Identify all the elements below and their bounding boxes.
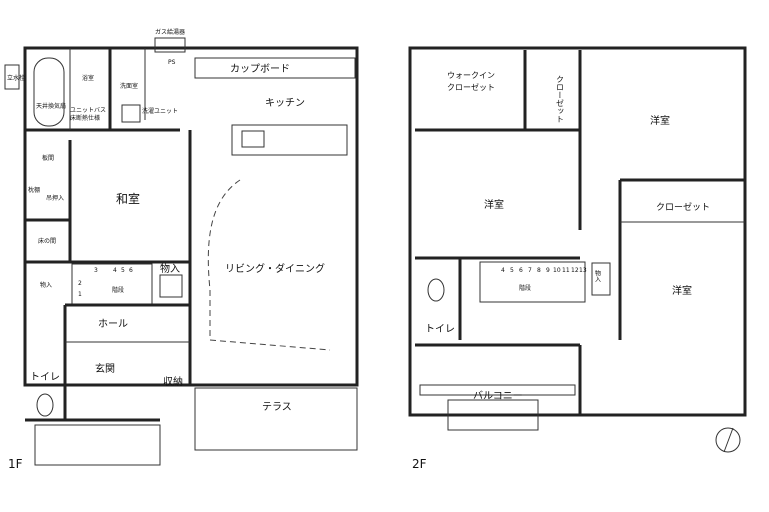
- svg-text:11: 11: [562, 267, 570, 274]
- bathtub: [33, 57, 65, 127]
- kitchen-counter: [231, 124, 348, 156]
- outdoor-tap-label: 立水栓: [7, 74, 25, 82]
- stair-numbers-1f: 1 2 3 4 5 6: [78, 267, 133, 298]
- storage-label: 物入: [160, 262, 180, 275]
- svg-text:2: 2: [78, 280, 82, 287]
- storage-box: [159, 274, 183, 298]
- laundry-unit-label: 洗濯ユニット: [142, 107, 178, 115]
- closet-2f-label: クローゼット: [656, 201, 710, 213]
- bath-fan-label: 天井換気扇: [36, 102, 66, 110]
- floor-2-outer-wall: [408, 46, 747, 417]
- terrace: [194, 387, 358, 451]
- storage-2f-label: 物入: [594, 269, 601, 282]
- sink-icon: [241, 130, 265, 148]
- bedroom-se-label: 洋室: [672, 284, 692, 297]
- walkin-closet-label: クローゼット: [447, 82, 495, 92]
- closet-label: 収納: [163, 375, 183, 388]
- compass-icon: [715, 427, 741, 453]
- ps-label: PS: [168, 59, 176, 66]
- closet-vertical-label: クローゼット: [556, 75, 565, 123]
- floor-insulation-label: 床断熱仕様: [70, 114, 100, 122]
- bath-label: 浴室: [82, 74, 94, 82]
- toilet-1f-label: トイレ: [30, 372, 60, 383]
- svg-text:6: 6: [519, 267, 523, 274]
- porch: [34, 424, 161, 466]
- outdoor-tap: [4, 64, 20, 90]
- svg-text:5: 5: [510, 267, 514, 274]
- washitsu-label: 和室: [116, 191, 140, 206]
- balcony: [447, 399, 539, 431]
- toilet-2f-icon: [427, 278, 445, 302]
- washroom-label: 洗面室: [120, 82, 138, 90]
- svg-text:10: 10: [553, 267, 561, 274]
- pillow-shelf-label: 枕棚: [28, 186, 40, 194]
- unit-bath-label: ユニットバス: [70, 107, 106, 114]
- floor-2-label: 2F: [412, 457, 427, 471]
- svg-text:13: 13: [579, 267, 587, 274]
- storage-2f: [591, 262, 611, 296]
- svg-text:12: 12: [571, 267, 579, 274]
- svg-text:5: 5: [121, 267, 125, 274]
- svg-text:4: 4: [501, 267, 505, 274]
- kitchen-label: キッチン: [265, 97, 305, 109]
- svg-text:3: 3: [94, 267, 98, 274]
- balcony-label: バルコニー: [473, 390, 523, 402]
- cupboard-label: カップボード: [230, 63, 290, 75]
- svg-text:4: 4: [113, 267, 117, 274]
- floor-1-plan: ガス給湯器 立水栓 天井換気扇 浴室 ユニットバス 床断熱仕様 洗面室 洗濯ユニ…: [4, 28, 359, 471]
- storage-small-label: 物入: [40, 281, 52, 289]
- toilet-icon: [36, 393, 54, 417]
- stairs-1f: [71, 263, 153, 305]
- living-dining-label: リビング・ダイニング: [225, 262, 325, 275]
- gas-heater-label: ガス給湯器: [155, 28, 185, 36]
- board-room-label: 板間: [42, 154, 54, 162]
- svg-text:1: 1: [78, 291, 82, 298]
- terrace-label: テラス: [262, 401, 292, 413]
- tokonoma-label: 床の間: [38, 237, 56, 245]
- stair-numbers-2f: 4 5 6 7 8 9 10 11 12 13: [501, 267, 587, 274]
- hall-label: ホール: [98, 318, 128, 330]
- toilet-2f-label: トイレ: [425, 324, 455, 335]
- gas-heater: [154, 37, 186, 53]
- walkin-label: ウォークイン: [447, 71, 495, 80]
- stairs-2f: [479, 261, 586, 303]
- entrance-label: 玄関: [95, 362, 115, 375]
- stairs-1f-label: 階段: [112, 286, 124, 294]
- svg-text:6: 6: [129, 267, 133, 274]
- floor-1-label: 1F: [8, 457, 23, 471]
- svg-text:8: 8: [537, 267, 541, 274]
- svg-text:9: 9: [546, 267, 550, 274]
- svg-text:7: 7: [528, 267, 532, 274]
- bedroom-w-label: 洋室: [484, 198, 504, 211]
- stairs-2f-label: 階段: [519, 284, 531, 292]
- upper-closet-label: 吊押入: [46, 194, 64, 202]
- floor-2-plan: ウォークイン クローゼット クローゼット 洋室 洋室 クローゼット 洋室 トイレ…: [408, 46, 747, 471]
- bedroom-ne-label: 洋室: [650, 114, 670, 127]
